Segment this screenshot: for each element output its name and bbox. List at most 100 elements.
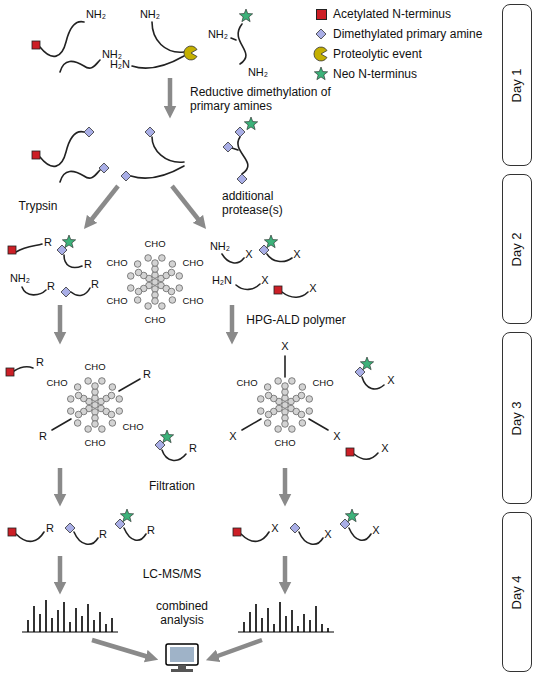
- polymer-bead: [289, 426, 296, 433]
- flow-arrow: [172, 186, 202, 224]
- polymer-bead: [134, 261, 141, 268]
- protein: [40, 132, 84, 167]
- dimethyl-diamond: [223, 142, 233, 152]
- step-label: LC-MS/MS: [143, 568, 202, 582]
- polymer-bead: [264, 384, 271, 391]
- bound-peptide: [242, 419, 261, 430]
- flow-arrow: [168, 78, 173, 112]
- legend-text: Acetylated N-terminus: [333, 7, 451, 21]
- flow-arrow: [58, 468, 63, 500]
- polymer-bead: [85, 378, 92, 385]
- aldehyde-label: CHO: [106, 296, 127, 307]
- dimethyl-diamond: [99, 163, 109, 173]
- polymer-bead: [282, 383, 289, 390]
- peptide: [282, 292, 308, 297]
- terminus-label: H₂N: [110, 58, 130, 71]
- dimethyl-diamond: [84, 127, 94, 137]
- polymer-bead: [169, 297, 176, 304]
- polymer-bead: [109, 384, 116, 391]
- dimethyl-diamond: [290, 523, 300, 533]
- polymer-bead: [99, 426, 106, 433]
- peptide: [74, 532, 98, 544]
- bound-peptide: [119, 379, 140, 391]
- acetyl-square: [32, 41, 40, 49]
- protein: [152, 137, 184, 162]
- polymer-bead: [176, 273, 183, 280]
- protein: [60, 60, 100, 72]
- legend-text: Neo N-terminus: [333, 67, 417, 81]
- protein: [238, 24, 246, 64]
- polymer-bead: [135, 288, 142, 295]
- peptide: [236, 284, 260, 289]
- polymer-bead: [264, 420, 271, 427]
- neo-terminus-star: [345, 509, 358, 522]
- legend-row: Proteolytic event: [313, 45, 422, 63]
- peptide: [16, 532, 44, 541]
- peptides: [14, 22, 384, 545]
- protein: [40, 22, 84, 57]
- computer-icon: [166, 644, 198, 672]
- polymer-bead: [257, 396, 264, 403]
- step-label: additional protease(s): [222, 190, 306, 218]
- polymer-bead: [74, 420, 81, 427]
- aldehyde-label: CHO: [144, 239, 165, 250]
- step-label: combined analysis: [146, 600, 218, 628]
- bound-peptide: [52, 419, 71, 430]
- polymer-bead: [176, 285, 183, 292]
- bound-peptide: [309, 419, 328, 430]
- polymer-bead: [145, 303, 152, 310]
- peptide: [64, 255, 82, 268]
- terminus-label: R: [84, 258, 92, 271]
- polymer-bead: [152, 279, 159, 286]
- monitor-base: [171, 669, 193, 672]
- polymer-bead: [92, 421, 99, 428]
- terminus-label: NH₂: [86, 8, 106, 21]
- terminus-label: R: [189, 442, 197, 455]
- polymer-bead: [275, 378, 282, 385]
- polymer-bead: [265, 411, 272, 418]
- peptide: [241, 532, 269, 541]
- terminus-label: R: [46, 522, 54, 535]
- aldehyde-label: CHO: [122, 422, 143, 433]
- day-box: Day 4: [502, 512, 532, 672]
- polymer-bead: [168, 288, 175, 295]
- neo-terminus-star: [120, 509, 133, 522]
- protease-symbol: [184, 46, 197, 60]
- flow-arrow: [58, 556, 63, 588]
- peptide: [222, 254, 244, 263]
- step-label: Trypsin: [19, 200, 58, 214]
- neo-terminus-star: [62, 235, 75, 248]
- aldehyde-label: CHO: [46, 378, 67, 389]
- legend-text: Proteolytic event: [333, 47, 422, 61]
- day-label: Day 2: [510, 232, 525, 266]
- polymer-bead: [116, 396, 123, 403]
- screen: [170, 647, 194, 662]
- neo-terminus-star: [160, 430, 173, 443]
- terminus-label: X: [372, 524, 379, 537]
- polymer-bead: [282, 421, 289, 428]
- flow-arrow: [88, 186, 118, 224]
- flow-arrows: [60, 78, 285, 658]
- neo-terminus-star: [360, 357, 373, 370]
- hpg-polymer: [127, 255, 182, 310]
- aldehyde-label: CHO: [274, 438, 295, 449]
- polymers: [67, 255, 312, 433]
- dimethyl-diamond: [65, 523, 75, 533]
- legend-row: Acetylated N-terminus: [313, 5, 451, 23]
- aldehyde-label: CHO: [84, 362, 105, 373]
- terminus-label: X: [261, 274, 268, 287]
- monitor-stand: [178, 665, 186, 669]
- polymer-bead: [282, 402, 289, 409]
- terminus-label: R: [91, 278, 99, 291]
- neo-terminus-star: [239, 9, 252, 22]
- protein: [132, 56, 184, 68]
- dimethyl-diamond: [145, 127, 155, 137]
- acetyl-square: [32, 151, 40, 159]
- terminus-label: X: [245, 248, 252, 261]
- protein: [232, 148, 238, 150]
- polymer-bead: [298, 411, 305, 418]
- hpg-polymer: [257, 378, 312, 433]
- aldehyde-label: CHO: [106, 258, 127, 269]
- polymer-bead: [92, 402, 99, 409]
- terminus-label: NH₂: [208, 28, 228, 41]
